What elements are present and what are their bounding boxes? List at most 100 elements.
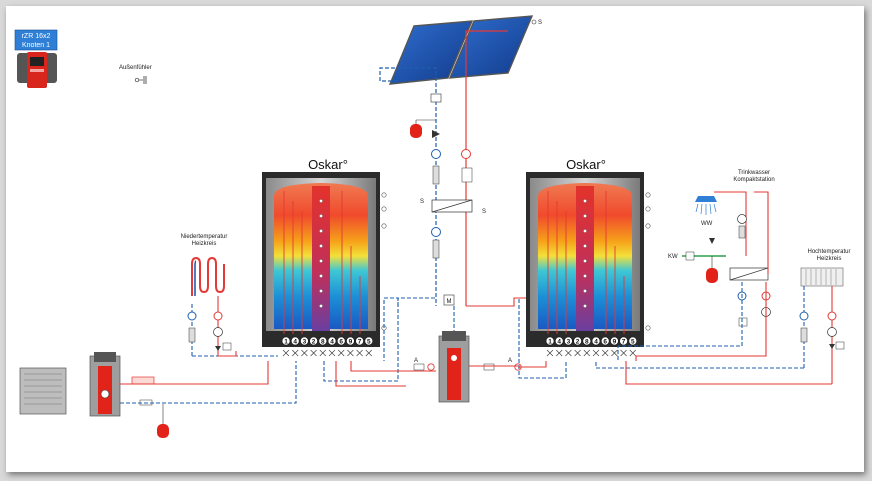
port-valve-icon bbox=[546, 349, 554, 357]
low-temp-balancing-icon bbox=[188, 327, 196, 343]
tank-left-port-6 bbox=[327, 336, 337, 346]
controller-unit[interactable]: rZR 16x2 Knoten 1 bbox=[14, 29, 58, 88]
floor-heating-coil bbox=[191, 256, 225, 296]
boiler-left-valve-icon bbox=[413, 363, 425, 371]
dhw-station-label1: Trinkwasser bbox=[738, 170, 770, 176]
tank-right-port-label-7: 6 bbox=[603, 339, 607, 346]
heat-pump-outdoor-unit[interactable] bbox=[19, 367, 67, 415]
tank-right-port-1 bbox=[545, 336, 555, 346]
solar-return-line bbox=[379, 67, 437, 306]
port-valve-icon bbox=[356, 349, 363, 357]
solar-pump-icon[interactable] bbox=[431, 227, 441, 237]
shower-head-icon bbox=[695, 196, 717, 215]
left-tank-to-boiler-flow bbox=[350, 361, 436, 372]
floor-heating-return bbox=[194, 260, 197, 296]
tank-right-port-5 bbox=[582, 336, 592, 346]
high-temp-pump-icon[interactable] bbox=[827, 327, 837, 337]
tank-right-port-label-9: 7 bbox=[622, 339, 626, 346]
boiler-center[interactable] bbox=[438, 331, 470, 403]
heat-pump-indoor-unit[interactable] bbox=[89, 352, 121, 417]
expansion-vessel-solar bbox=[410, 119, 436, 138]
port-valve-icon bbox=[365, 349, 373, 357]
tank-left-port-10 bbox=[364, 336, 374, 346]
dhw-circulation-pump-icon[interactable] bbox=[737, 214, 747, 224]
tank-left-port-label-7: 6 bbox=[339, 339, 343, 346]
port-valve-icon bbox=[611, 349, 618, 357]
port-valve-icon bbox=[555, 349, 563, 357]
port-valve-icon bbox=[592, 349, 600, 357]
solar-separator-icon bbox=[430, 93, 442, 103]
tank-left-port-label-4: 2 bbox=[312, 339, 316, 346]
solar-valve-icon bbox=[432, 130, 440, 138]
high-temp-balancing-icon bbox=[800, 327, 808, 343]
low-temp-thermometer-icon bbox=[187, 311, 197, 321]
tank-left-port-label-10: 5 bbox=[367, 339, 371, 346]
left-tank-boiler-return bbox=[335, 361, 406, 387]
tank-left-port-8 bbox=[346, 336, 355, 346]
outdoor-sensor-icon bbox=[134, 76, 147, 84]
tank-left-port-label-3: 3 bbox=[303, 339, 307, 346]
tank-left-port-label-2: 4 bbox=[293, 339, 297, 346]
high-temp-circuit-label2: Heizkreis bbox=[817, 256, 842, 262]
outdoor-sensor-label: Außenfühler bbox=[119, 65, 152, 71]
low-temp-mixer-icon[interactable] bbox=[215, 346, 221, 351]
dhw-hot-line bbox=[714, 191, 747, 256]
tank-right-port-label-5: 8 bbox=[585, 339, 589, 346]
solar-heat-exchanger bbox=[431, 199, 473, 213]
tank-left-port-7 bbox=[336, 336, 346, 346]
controller-line2: Knoten 1 bbox=[22, 42, 50, 49]
center-return-loop bbox=[383, 297, 399, 361]
port-valve-icon bbox=[337, 349, 345, 357]
expansion-vessel-hp bbox=[157, 404, 169, 438]
high-temp-actuator-icon bbox=[835, 341, 845, 350]
mixing-valve-center[interactable]: M bbox=[443, 294, 455, 306]
tank-right-port-label-10: 5 bbox=[631, 339, 635, 346]
tank-right-port-2 bbox=[554, 336, 564, 346]
port-valve-icon bbox=[601, 349, 609, 357]
dhw-safety-valve-icon bbox=[709, 238, 715, 244]
solar-flowmeter-icon bbox=[432, 165, 440, 185]
high-temp-thermometer-hot-icon bbox=[827, 311, 837, 321]
port-valve-icon bbox=[328, 349, 336, 357]
boiler-right-valve-icon bbox=[483, 363, 495, 371]
low-temp-circuit-label1: Niedertemperatur bbox=[181, 234, 228, 240]
port-valve-icon bbox=[574, 349, 581, 357]
tank-right-port-3 bbox=[564, 336, 573, 346]
solar-collector[interactable] bbox=[388, 15, 534, 85]
tank-left-port-label-1: 1 bbox=[284, 339, 288, 346]
port-valve-icon bbox=[291, 349, 299, 357]
hp-flow-line bbox=[120, 361, 269, 385]
tank-right-port-label-4: 2 bbox=[576, 339, 580, 346]
tank-right-title: Oskar° bbox=[566, 157, 606, 172]
buffer-tank-right[interactable]: Oskar° bbox=[526, 157, 651, 347]
solar-flow-line bbox=[465, 30, 508, 306]
tank-right-port-label-3: 3 bbox=[567, 339, 571, 346]
boiler-right-a-label: A bbox=[508, 358, 512, 364]
tank-right-port-4 bbox=[573, 336, 582, 346]
tank-left-port-label-9: 7 bbox=[358, 339, 362, 346]
boiler-left-pump-icon[interactable] bbox=[427, 363, 435, 371]
tank-right-port-9 bbox=[619, 336, 628, 346]
low-temp-pump-icon[interactable] bbox=[213, 327, 223, 337]
high-temp-mixer-icon[interactable] bbox=[829, 344, 835, 349]
boiler-left-a-label: A bbox=[414, 358, 418, 364]
tank-right-port-label-2: 4 bbox=[557, 339, 561, 346]
tank-left-port-label-5: 8 bbox=[321, 339, 325, 346]
hydraulic-schematic: rZR 16x2 Knoten 1 Außenfühler S S S bbox=[14, 15, 851, 438]
dhw-station-label2: Kompaktstation bbox=[733, 177, 774, 183]
low-temp-circuit-label2: Heizkreis bbox=[192, 241, 217, 247]
high-temp-return-header bbox=[595, 361, 804, 369]
tank-left-port-1 bbox=[281, 336, 291, 346]
dhw-flowmeter-icon bbox=[738, 225, 746, 239]
tank-left-port-label-6: 4 bbox=[330, 339, 334, 346]
collector-sensor-label: S bbox=[538, 20, 542, 26]
tank-left-port-4 bbox=[309, 336, 318, 346]
expansion-vessel-dhw bbox=[706, 256, 718, 283]
buffer-tank-left[interactable]: Oskar° bbox=[262, 157, 387, 347]
port-valve-icon bbox=[347, 349, 354, 357]
hp-heat-exchanger-icon bbox=[131, 376, 155, 385]
solar-gauge-icon bbox=[461, 167, 473, 183]
tank-right-port-label-8: 9 bbox=[613, 339, 617, 346]
